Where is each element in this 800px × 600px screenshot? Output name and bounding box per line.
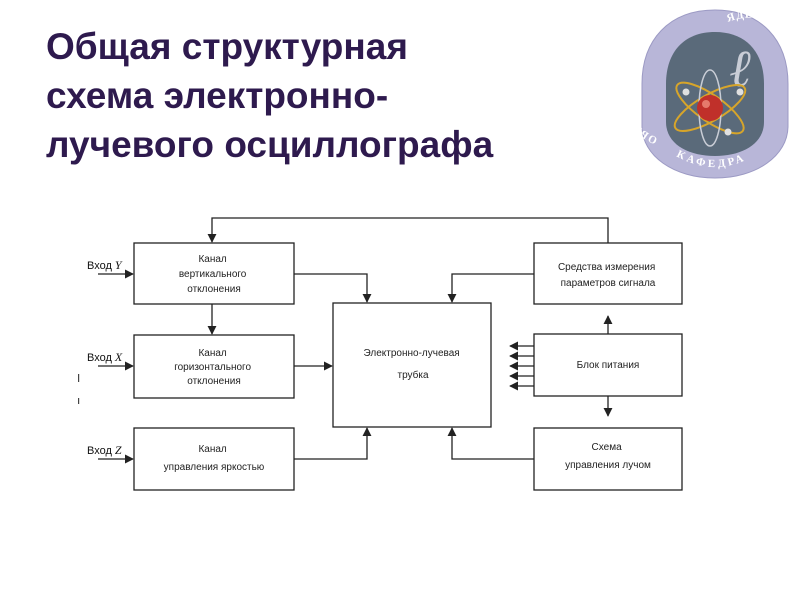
vertical-to-crt-arrow <box>294 273 372 303</box>
vertical-channel-label: Канал вертикального отклонения <box>179 254 249 295</box>
measurement-label: Средства измерения параметров сигнала <box>558 262 658 289</box>
svg-text:ℓ: ℓ <box>729 41 751 98</box>
beam-to-crt-arrow <box>447 427 534 460</box>
power-supply-outputs <box>509 341 534 391</box>
crt-label: Электронно-лучевая трубка <box>364 348 463 381</box>
title-line-2: схема электронно- <box>46 75 389 116</box>
horizontal-channel-label: Канал горизонтального отклонения <box>174 348 254 387</box>
brightness-to-crt-arrow <box>294 427 372 460</box>
atom-icon <box>673 69 747 147</box>
crt-block <box>332 302 492 428</box>
beam-control-block <box>533 427 683 491</box>
feedback-loop-line <box>207 217 609 243</box>
slide-title: Общая структурная схема электронно- луче… <box>46 22 606 169</box>
logo-shield <box>666 32 764 156</box>
beam-control-label: Схема управления лучом <box>565 442 651 471</box>
measurement-block <box>533 242 683 305</box>
title-line-3: лучевого осциллографа <box>46 124 494 165</box>
measurement-to-crt-arrow <box>447 273 534 303</box>
title-line-1: Общая структурная <box>46 26 408 67</box>
brightness-channel-block <box>133 427 295 491</box>
brightness-channel-label: Канал управления яркостью <box>164 444 265 473</box>
department-logo: ОБЩЕЙ ФИЗИКИ ЯДЕРНОГО СИНТЕЗА КАФЕДРА ℓ <box>636 9 794 179</box>
power-supply-label: Блок питания <box>577 360 640 371</box>
